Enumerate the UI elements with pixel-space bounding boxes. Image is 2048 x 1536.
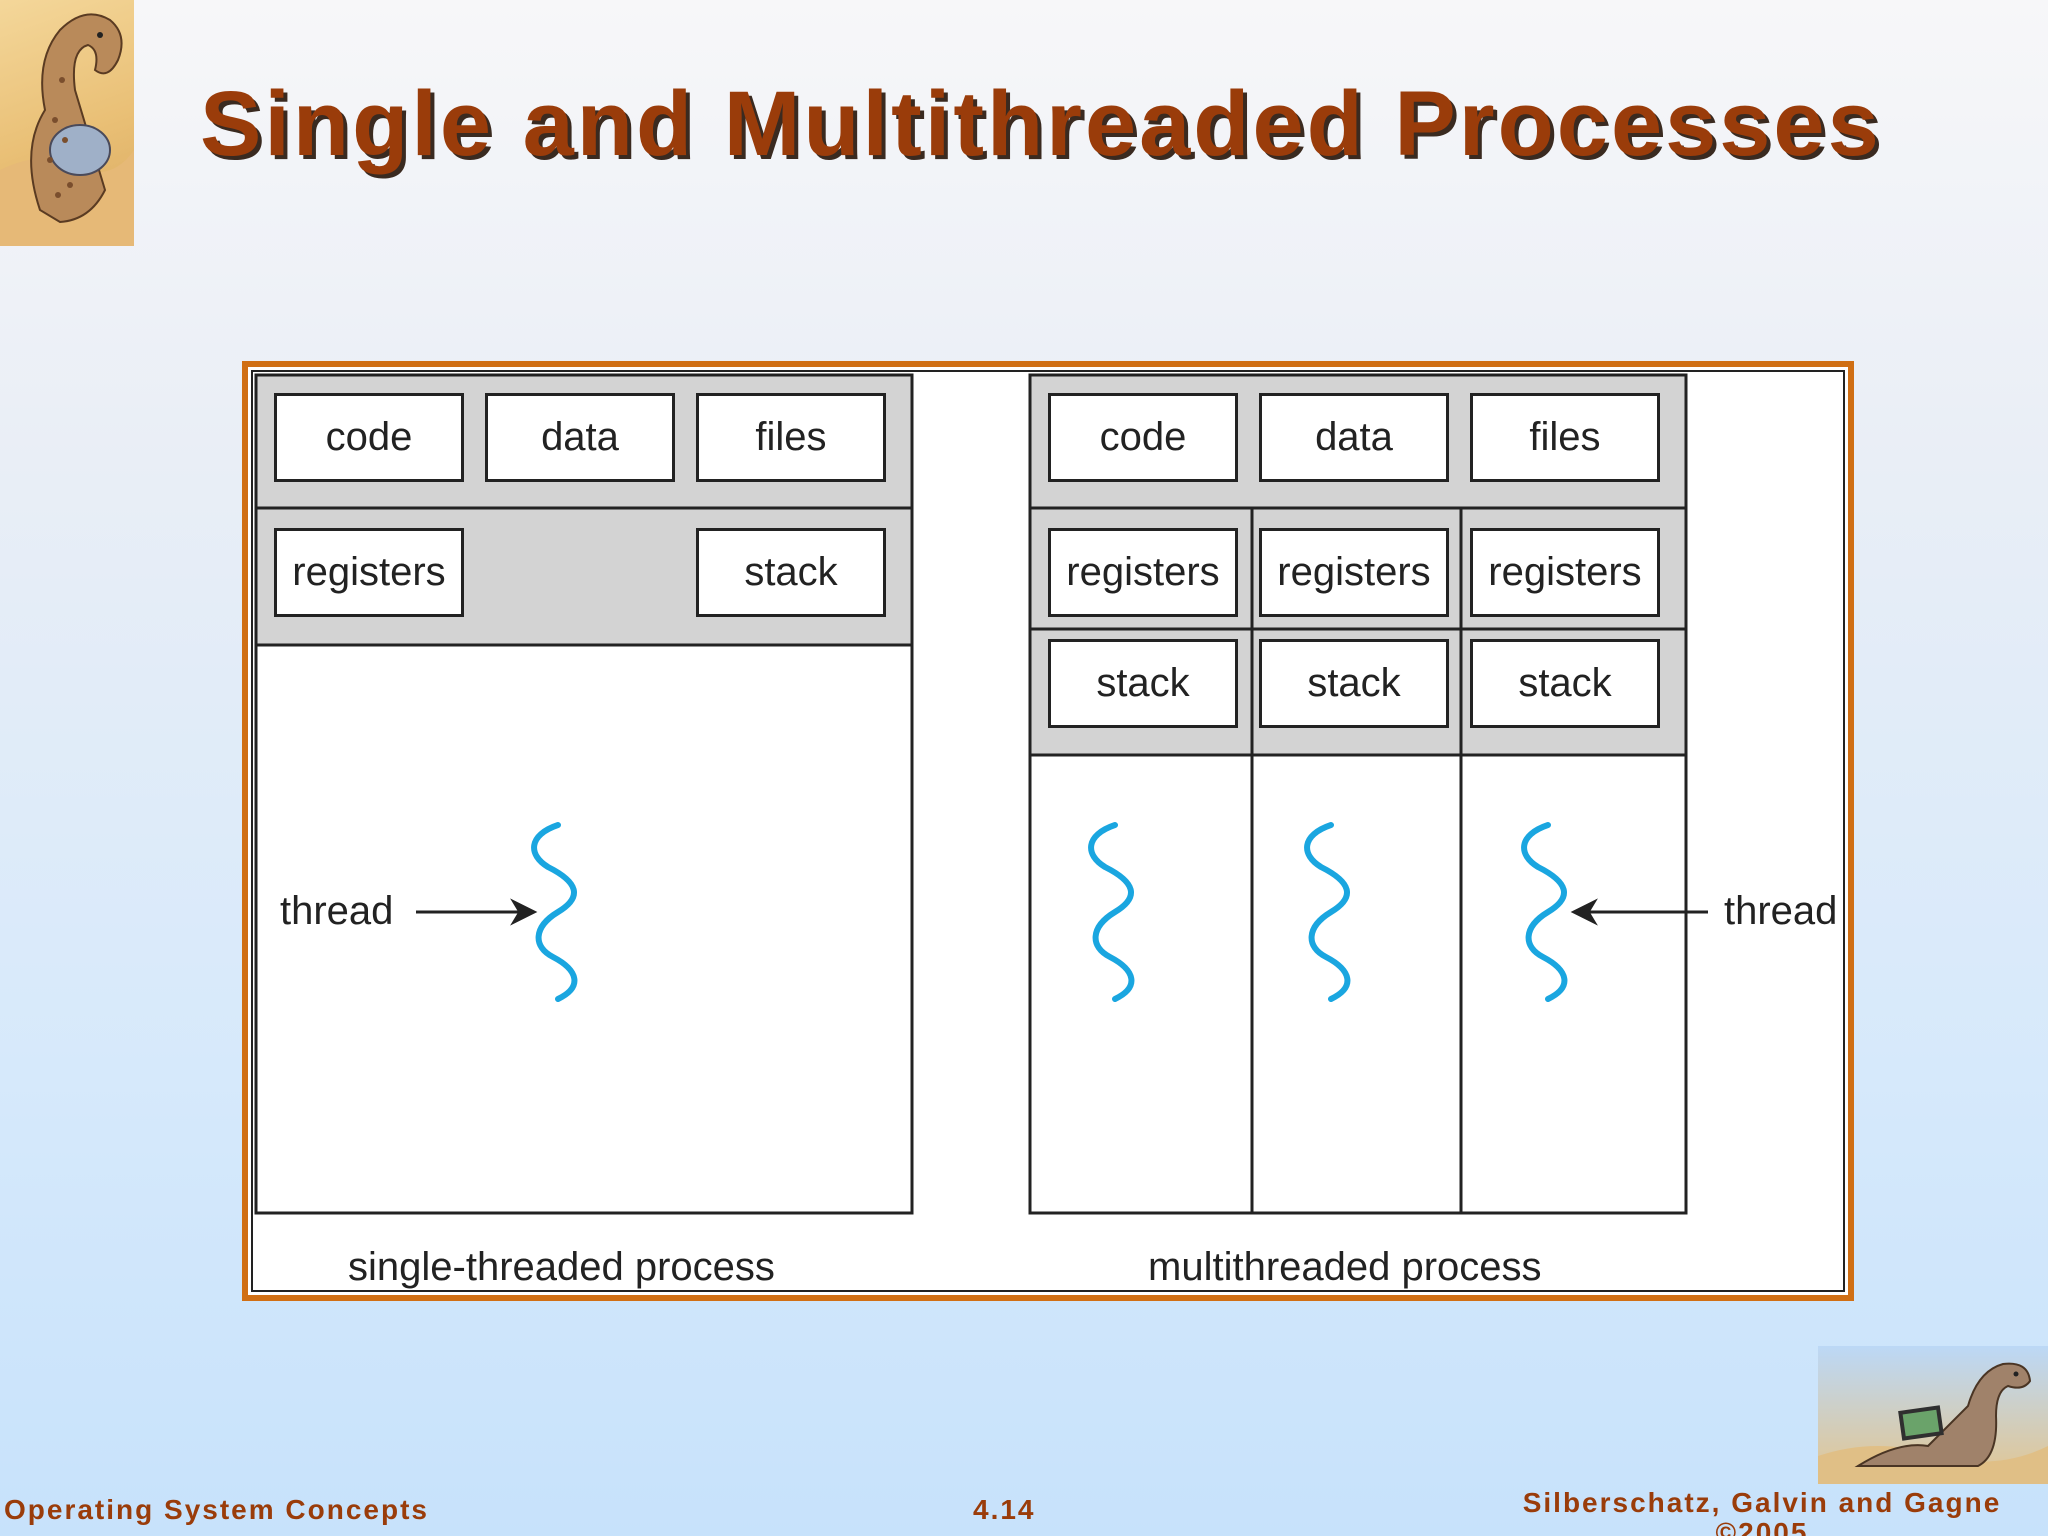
single-caption: single-threaded process <box>348 1245 775 1289</box>
dinosaur-logo-bottom <box>1818 1346 2048 1484</box>
multi-registers-box-2: registers <box>1259 528 1449 617</box>
multi-stack-box-1: stack <box>1048 639 1238 728</box>
multi-stack-box-3: stack <box>1470 639 1660 728</box>
threads-figure: code data files registers stack thread s… <box>242 361 1854 1301</box>
multi-thread-label: thread <box>1724 889 1838 933</box>
multi-files-box: files <box>1470 393 1660 482</box>
footer-authors: Silberschatz, Galvin and Gagne ©2005 <box>1522 1488 2002 1536</box>
thread-squiggle-multi-3 <box>1521 822 1568 1002</box>
single-data-box: data <box>485 393 675 482</box>
thread-squiggle-multi-1 <box>1088 822 1135 1002</box>
footer-book-title: Operating System Concepts <box>4 1494 429 1525</box>
multi-data-box: data <box>1259 393 1449 482</box>
single-code-box: code <box>274 393 464 482</box>
footer-page-number: 4.14 <box>973 1494 1036 1525</box>
multi-registers-box-1: registers <box>1048 528 1238 617</box>
diagram-structure <box>254 373 1708 1215</box>
multi-caption: multithreaded process <box>1148 1245 1542 1289</box>
multi-stack-box-2: stack <box>1259 639 1449 728</box>
thread-arrowhead-multi <box>1570 898 1598 926</box>
single-stack-box: stack <box>696 528 886 617</box>
single-thread-label: thread <box>280 889 394 933</box>
single-thread-area <box>254 643 914 1215</box>
dinosaur-logo-top <box>0 0 134 246</box>
multi-code-box: code <box>1048 393 1238 482</box>
single-registers-box: registers <box>274 528 464 617</box>
multi-thread-area <box>1028 753 1688 1215</box>
figure-inner-border <box>251 370 1845 1292</box>
multi-registers-box-3: registers <box>1470 528 1660 617</box>
slide-title: Single and Multithreaded Processes <box>200 73 1882 175</box>
single-files-box: files <box>696 393 886 482</box>
thread-squiggle-single <box>531 822 578 1002</box>
thread-squiggle-multi-2 <box>1304 822 1351 1002</box>
thread-arrowhead-single <box>510 898 538 926</box>
